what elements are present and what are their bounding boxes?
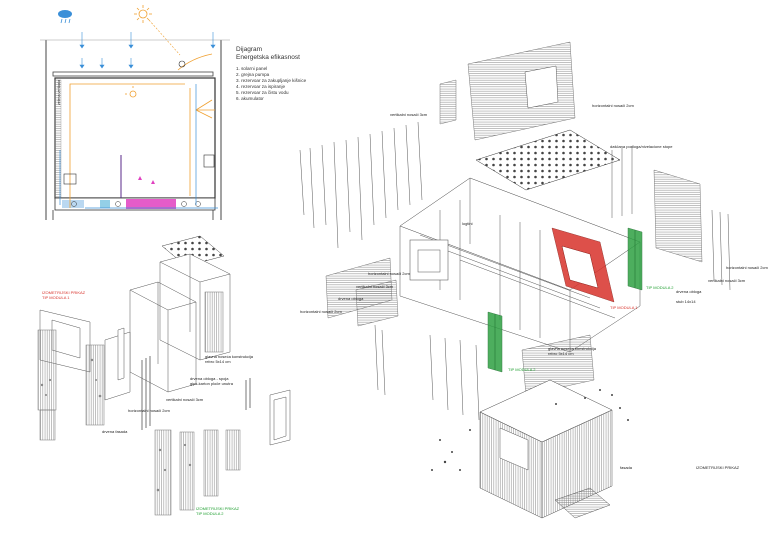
label-izometrijski: IZOMETRIJSKI PRIKAZ	[696, 465, 740, 470]
label-fasada: drvena fasada	[102, 429, 128, 434]
label-horiz-left: horizontalni nosači 2cm	[300, 309, 342, 314]
label-obloga2: gips-karton ploče unutra	[190, 381, 233, 386]
tank-magenta	[126, 199, 176, 209]
left-axon-exploded	[37, 235, 291, 516]
label-horiz-mid: horizontalni nosači 2cm	[368, 271, 410, 276]
label-vert-mid: vertikalni nosači 3cm	[356, 284, 394, 289]
module-type-1-red	[551, 227, 615, 303]
label-fasada-r: fasada	[620, 465, 633, 470]
label-stub: stub 14x14	[676, 299, 696, 304]
label-glavna: glavna noseća konstrukcija	[205, 354, 254, 359]
legend-list: 1. solarni panel 2. grejna pumpa 3. reze…	[236, 66, 306, 102]
label-horiz: horizontalni nosači 2cm	[128, 408, 170, 413]
sun-icon	[134, 5, 152, 23]
label-horiz-right: horizontalni nosači 2cm	[726, 265, 768, 270]
legend-item: 3. rezervoar za zakupljanje kišnice	[236, 78, 307, 83]
left-title-1: IZOMETRIJSKI PRIKAZ	[42, 290, 86, 295]
label-obloga-r: drvena obloga	[338, 296, 364, 301]
legend-item: 4. rezervoar za ispiranje	[236, 84, 286, 89]
assembled-module	[431, 379, 629, 519]
module-type-2-green-bottom	[487, 311, 503, 373]
left-title-2: IZOMETRIJSKI PRIKAZ	[196, 506, 240, 511]
label-glavna-dim-r: rebro 5x14 cm	[548, 351, 574, 356]
rain-cloud-icon	[58, 10, 72, 24]
legend-item: 6. akumulator	[236, 96, 264, 101]
label-tip-modula-1: TIP MODULA 1	[610, 305, 638, 310]
label-horiz-top: horizontalni nosači 2cm	[592, 103, 634, 108]
legend: Dijagram Energetska efikasnost 1. solarn…	[236, 46, 306, 102]
label-glavna-r: glavna noseća konstrukcija	[548, 346, 597, 351]
right-axon-exploded	[299, 41, 731, 519]
label-logtini: logtini	[462, 221, 473, 226]
left-subtitle-1: TIP MODULA 1	[42, 295, 70, 300]
legend-subtitle: Energetska efikasnost	[236, 54, 300, 61]
left-subtitle-2: TIP MODULA 2	[196, 511, 224, 516]
module-type-2-green-top	[627, 227, 643, 291]
label-stepenik: daščana podloga/nivelacione stope	[610, 144, 673, 149]
label-drvena-obloga-right: drvena obloga	[676, 289, 702, 294]
legend-item: 5. rezervoar za čistu vodu	[236, 90, 289, 95]
legend-title: Dijagram	[236, 46, 263, 53]
legend-item: 1. solarni panel	[236, 66, 268, 71]
section-wall-label: zelena vertikala	[57, 80, 61, 105]
label-vert-top: vertikalni nosači 3cm	[390, 112, 428, 117]
label-vert: vertikalni nosači 3cm	[166, 397, 204, 402]
section-diagram	[40, 5, 230, 220]
legend-item: 2. grejna pumpa	[236, 72, 270, 77]
label-glavna-dim: rebro 5x14 cm	[205, 359, 231, 364]
label-tip-modula-2-bottom: TIP MODULA 2	[508, 367, 536, 372]
label-obloga: drvena obloga - spoja	[190, 376, 229, 381]
label-vert-right: vertikalni nosači 3cm	[708, 278, 746, 283]
label-tip-modula-2-top: TIP MODULA 2	[646, 285, 674, 290]
